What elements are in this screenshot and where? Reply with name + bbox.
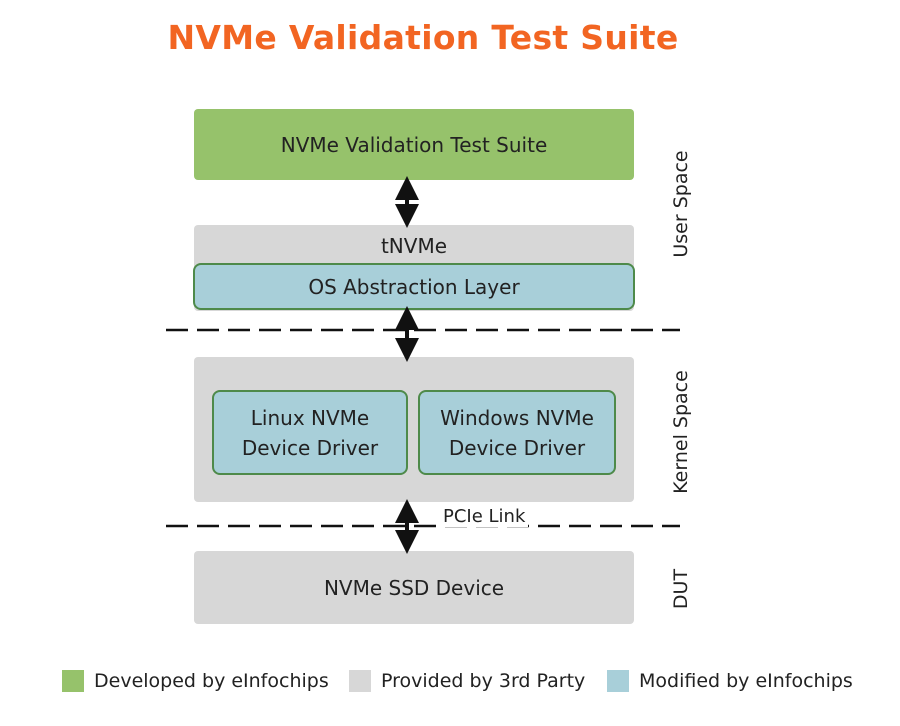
pcie-link-label: PCIe Link [440,506,529,527]
legend-modified: Modified by eInfochips [607,670,853,692]
validation-suite-block: NVMe Validation Test Suite [194,109,634,180]
legend-label-developed: Developed by eInfochips [94,670,329,692]
legend-third-party: Provided by 3rd Party [349,670,585,692]
ssd-device-block: NVMe SSD Device [194,551,634,624]
legend-swatch-third-party [349,670,371,692]
legend-label-third-party: Provided by 3rd Party [381,670,586,692]
legend-developed: Developed by eInfochips [62,670,329,692]
legend-swatch-developed [62,670,84,692]
linux-driver-block: Linux NVMe Device Driver [212,390,408,475]
legend-swatch-modified [607,670,629,692]
windows-driver-block: Windows NVMe Device Driver [418,390,616,475]
legend-label-modified: Modified by eInfochips [639,670,853,692]
page-title: NVMe Validation Test Suite [167,18,679,57]
os-abstraction-layer-block: OS Abstraction Layer [193,263,635,310]
